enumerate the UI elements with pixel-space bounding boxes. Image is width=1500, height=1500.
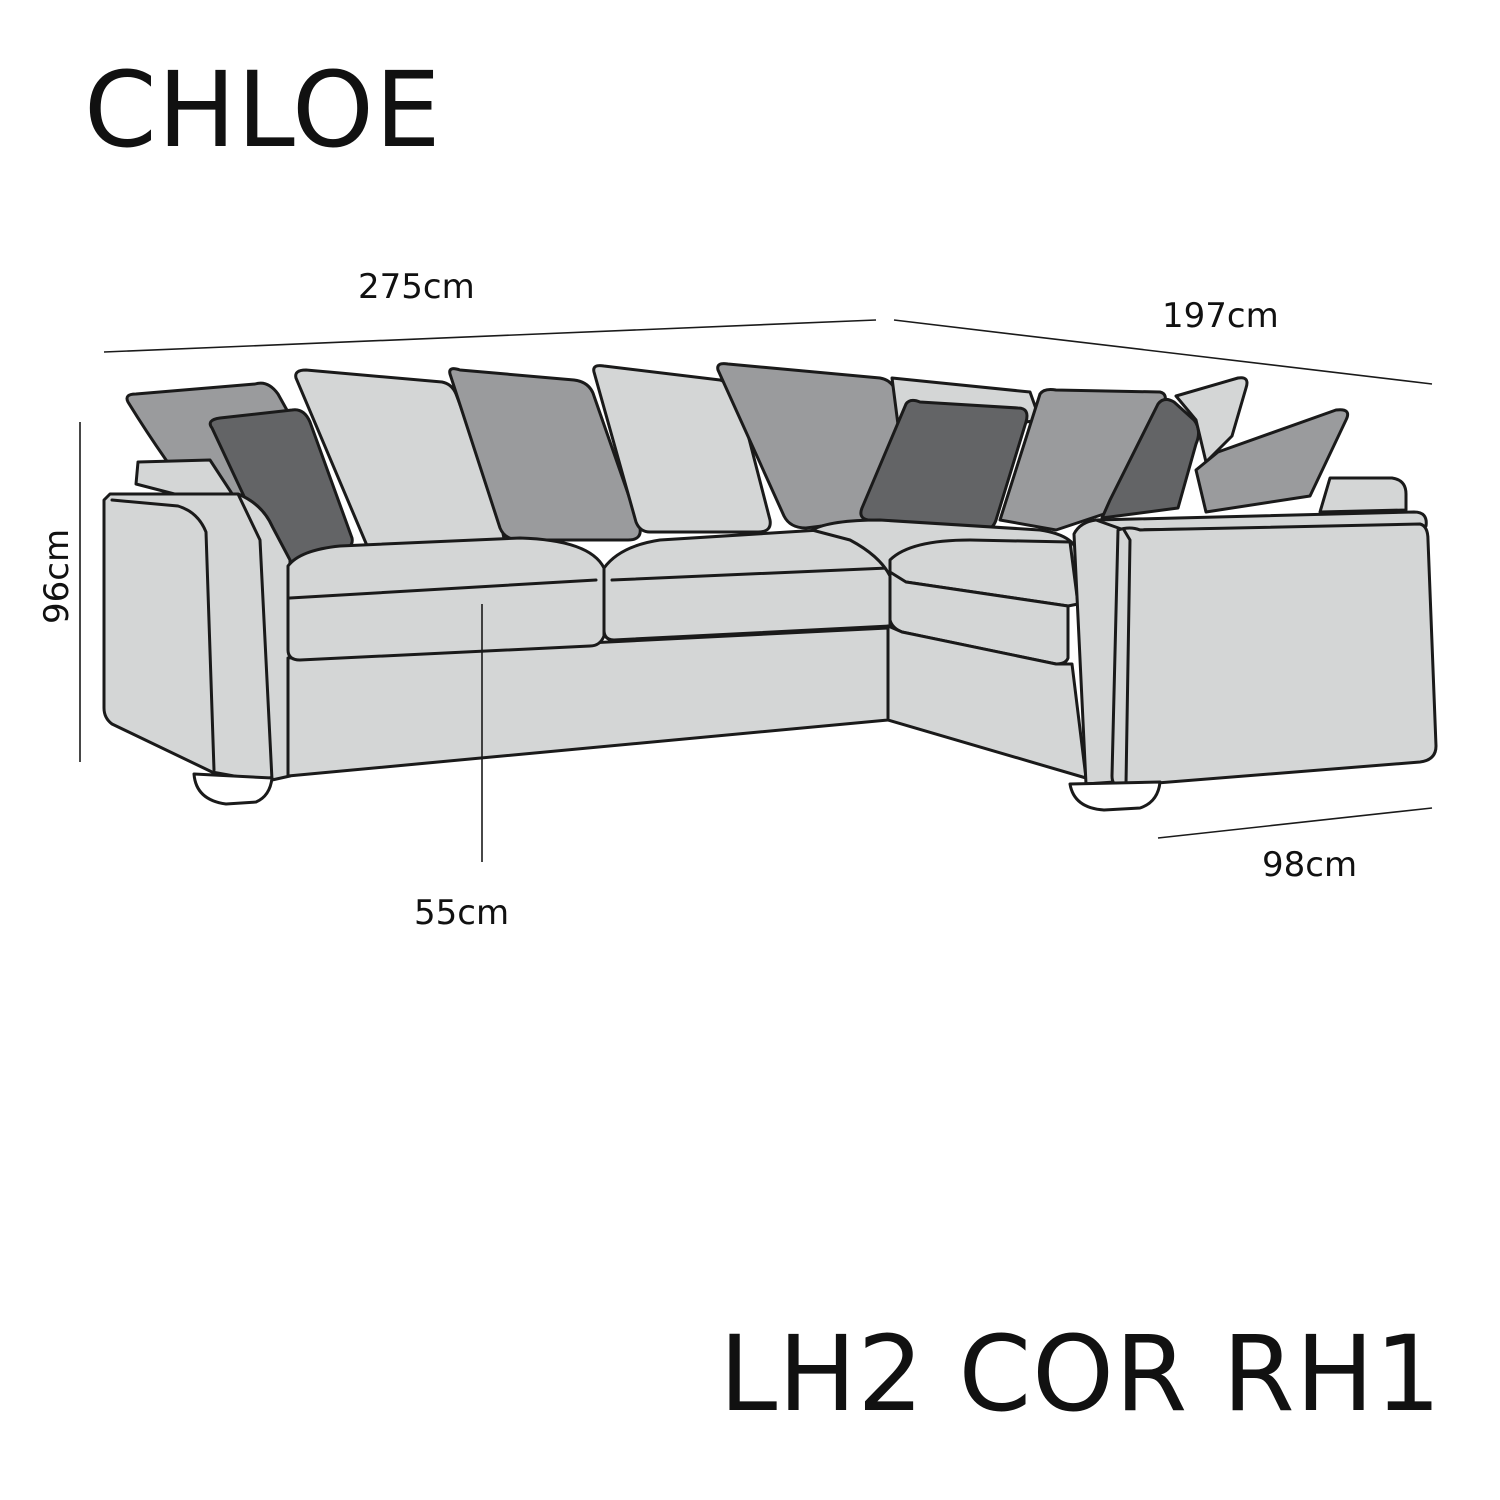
seat-cushion [602, 528, 892, 642]
width-left-line [103, 319, 877, 353]
height-label: 96cm [37, 529, 77, 624]
sofa-body [102, 458, 1438, 812]
sofa-foot [1068, 780, 1162, 812]
scatter-cushion [859, 398, 1029, 532]
depth-label: 98cm [1262, 845, 1357, 885]
product-title: CHLOE [84, 49, 442, 171]
back-cushion [1194, 408, 1350, 514]
left-arm [102, 492, 284, 782]
width-right-line [893, 319, 1433, 385]
configuration-code: LH2 COR RH1 [719, 1313, 1442, 1435]
corner-base [886, 624, 1088, 780]
back-cushion [592, 364, 772, 534]
seat-height-label: 55cm [414, 893, 509, 933]
depth-line [1157, 807, 1433, 839]
sofa-foot [192, 772, 274, 806]
right-width-label: 197cm [1162, 296, 1279, 336]
seat-cushion [286, 536, 606, 662]
back-cushion [1174, 376, 1249, 464]
dimension-lines [79, 319, 1433, 862]
left-width-label: 275cm [358, 267, 475, 307]
